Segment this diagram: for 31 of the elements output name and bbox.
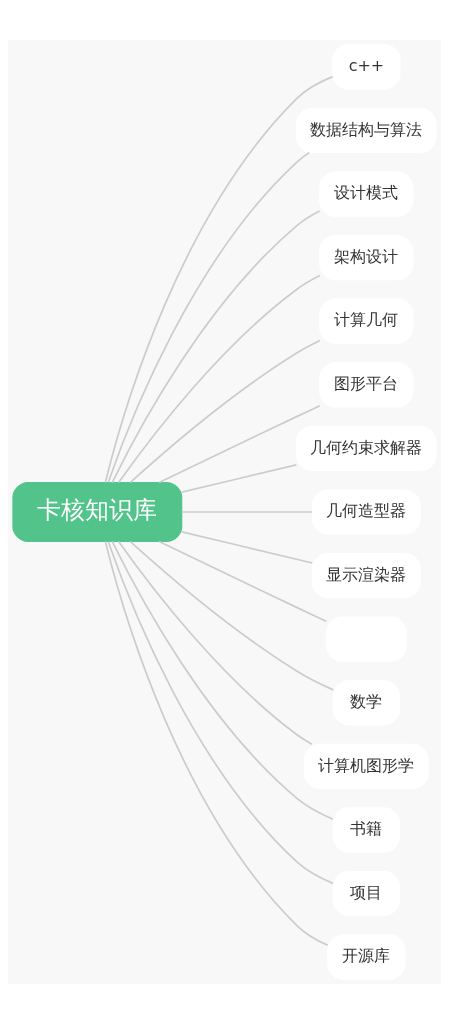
connector bbox=[107, 540, 334, 885]
connector bbox=[180, 511, 314, 513]
connector bbox=[129, 540, 335, 691]
node-box: 开源库 bbox=[327, 934, 406, 980]
node-box bbox=[326, 616, 407, 662]
node-box: c++ bbox=[332, 44, 401, 90]
node-box: 架构设计 bbox=[319, 235, 414, 281]
node-box: 显示渲染器 bbox=[311, 552, 421, 599]
connector bbox=[111, 210, 321, 484]
connector bbox=[117, 274, 321, 484]
node-box: 项目 bbox=[332, 870, 400, 917]
node-box: 计算机图形学 bbox=[303, 743, 429, 789]
node-box: 卡核知识库 bbox=[12, 482, 183, 542]
connector bbox=[180, 463, 298, 493]
connector bbox=[111, 540, 334, 821]
node-box: 数据结构与算法 bbox=[296, 107, 437, 154]
node-box: 设计模式 bbox=[319, 171, 414, 217]
connector bbox=[158, 540, 328, 623]
connector bbox=[104, 75, 334, 484]
connector bbox=[117, 540, 313, 746]
node-box: 数学 bbox=[332, 680, 400, 726]
node-box: 书籍 bbox=[332, 807, 400, 853]
node-box: 几何约束求解器 bbox=[296, 425, 437, 472]
connector bbox=[158, 404, 321, 484]
connector bbox=[180, 531, 314, 564]
connector bbox=[129, 339, 321, 484]
connector bbox=[107, 151, 311, 484]
node-box: 几何造型器 bbox=[311, 489, 421, 535]
node-box: 图形平台 bbox=[319, 362, 414, 408]
node-box: 计算几何 bbox=[319, 298, 414, 344]
connector bbox=[104, 540, 329, 947]
